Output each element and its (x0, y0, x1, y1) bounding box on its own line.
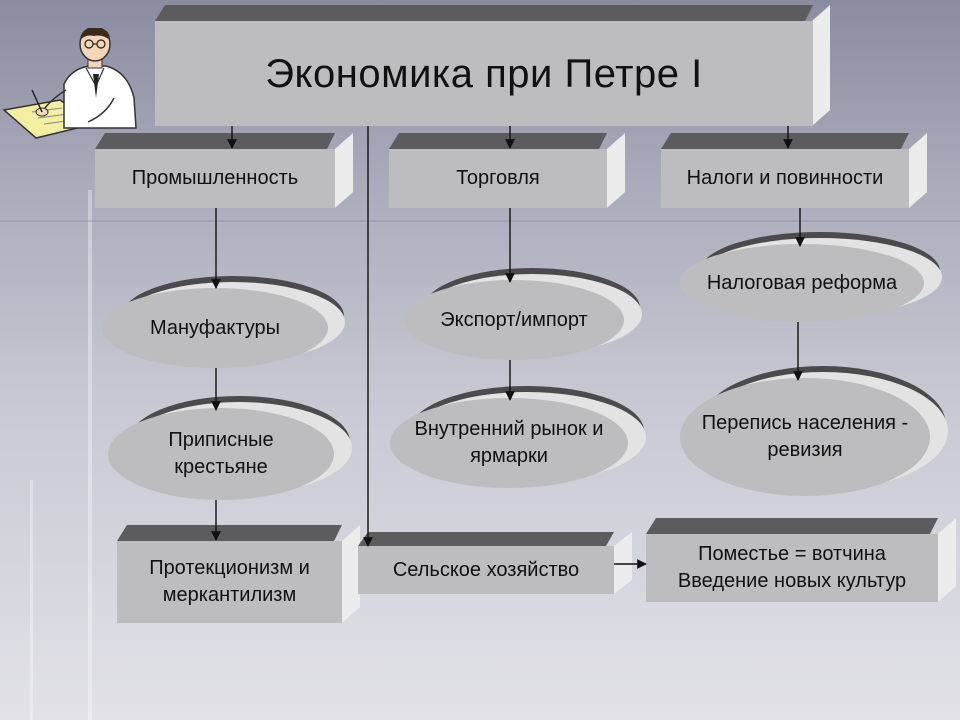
background-line (30, 480, 33, 720)
node-export-import: Экспорт/импорт (402, 268, 642, 360)
node-estate-line1: Поместье = вотчина (698, 543, 886, 565)
page-title: Экономика при Петре I (155, 21, 813, 126)
background-line (0, 220, 960, 222)
node-tax-reform-label: Налоговая реформа (680, 244, 924, 322)
header-industry: Промышленность (95, 133, 353, 208)
node-census-label: Перепись населения - ревизия (680, 378, 930, 496)
node-manufactures-label: Мануфактуры (102, 288, 328, 368)
node-assigned-peasants: Приписные крестьяне (106, 396, 352, 500)
node-internal-market-label: Внутренний рынок и ярмарки (390, 398, 628, 488)
node-agriculture-label: Сельское хозяйство (358, 546, 614, 594)
header-taxes: Налоги и повинности (661, 133, 927, 208)
header-taxes-label: Налоги и повинности (661, 149, 909, 208)
node-tax-reform: Налоговая реформа (678, 232, 942, 322)
scholar-writing-icon (2, 28, 137, 139)
node-assigned-peasants-label: Приписные крестьяне (108, 408, 334, 500)
header-trade: Торговля (389, 133, 625, 208)
node-estate-text: Поместье = вотчина Введение новых культу… (646, 534, 938, 602)
node-census: Перепись населения - ревизия (678, 366, 948, 496)
header-trade-label: Торговля (389, 149, 607, 208)
node-manufactures: Мануфактуры (100, 276, 345, 368)
node-protectionism: Протекционизм и меркантилизм (117, 525, 360, 623)
node-estate: Поместье = вотчина Введение новых культу… (646, 518, 956, 602)
node-protectionism-label: Протекционизм и меркантилизм (117, 541, 342, 623)
node-export-import-label: Экспорт/импорт (404, 280, 624, 360)
node-agriculture: Сельское хозяйство (358, 532, 632, 594)
title-box: Экономика при Петре I (155, 5, 830, 126)
header-industry-label: Промышленность (95, 149, 335, 208)
node-internal-market: Внутренний рынок и ярмарки (388, 386, 646, 488)
background-line (88, 190, 92, 720)
node-estate-line2: Введение новых культур (677, 570, 907, 592)
